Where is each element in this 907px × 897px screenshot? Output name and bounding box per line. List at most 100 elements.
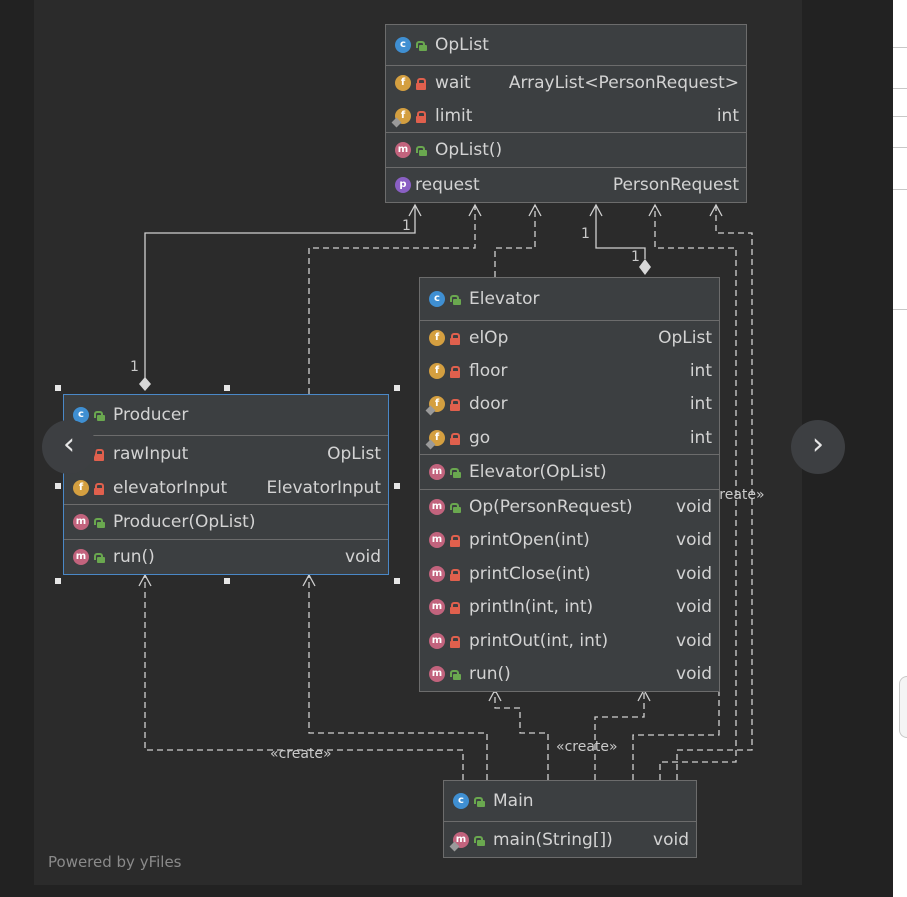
class-name: Elevator [469, 289, 540, 309]
method-icon: m [429, 532, 445, 548]
private-icon [449, 532, 461, 548]
field-row[interactable]: f go int [420, 421, 719, 454]
field-type: int [689, 360, 712, 381]
class-header: c Elevator [420, 278, 719, 321]
method-row[interactable]: m printOpen(int) void [420, 523, 719, 557]
multiplicity-label: 1 [581, 226, 590, 242]
constructor-row[interactable]: m Elevator(OpList) [420, 454, 719, 489]
edge-main-create-oplist [654, 205, 737, 780]
selection-handle[interactable] [55, 483, 61, 489]
field-name: floor [469, 360, 508, 381]
field-row[interactable]: f rawInput OpList [64, 436, 388, 471]
constructor-row[interactable]: m Producer(OpList) [64, 504, 388, 539]
method-return-type: void [676, 664, 712, 684]
field-icon: f [429, 362, 445, 379]
field-row[interactable]: f elevatorInput ElevatorInput [64, 471, 388, 504]
private-icon [449, 396, 461, 412]
selection-handle[interactable] [394, 385, 400, 391]
constructor-name: Elevator(OpList) [469, 462, 607, 482]
private-icon [449, 430, 461, 446]
field-type: ElevatorInput [266, 477, 381, 498]
private-icon [415, 108, 427, 124]
field-row[interactable]: f wait ArrayList<PersonRequest> [386, 66, 746, 99]
method-row[interactable]: m printOut(int, int) void [420, 624, 719, 657]
field-row[interactable]: f floor int [420, 354, 719, 387]
private-icon [449, 330, 461, 346]
side-panel-divider [893, 189, 907, 190]
method-row[interactable]: m Op(PersonRequest) void [420, 489, 719, 523]
field-icon: f [425, 429, 445, 449]
edge-main-create-elevator [494, 690, 549, 780]
selection-handle[interactable] [55, 578, 61, 584]
field-icon: f [395, 74, 411, 91]
property-type: PersonRequest [612, 175, 739, 195]
method-icon: m [429, 498, 445, 515]
method-name: printOut(int, int) [469, 630, 609, 651]
field-row[interactable]: f elOp OpList [420, 321, 719, 354]
class-oplist[interactable]: c OpList f wait ArrayList<PersonRequest>… [385, 24, 747, 203]
class-header: c Producer [64, 395, 388, 436]
selection-handle[interactable] [224, 385, 230, 391]
method-row[interactable]: m main(String[]) void [444, 822, 696, 857]
selection-handle[interactable] [55, 385, 61, 391]
class-name: Main [493, 791, 534, 811]
side-panel-divider [893, 47, 907, 48]
method-row[interactable]: m printClose(int) void [420, 557, 719, 590]
selection-handle[interactable] [394, 578, 400, 584]
class-icon: c [395, 37, 411, 53]
method-name: Op(PersonRequest) [469, 496, 633, 517]
method-row[interactable]: m printIn(int, int) void [420, 590, 719, 624]
method-icon: m [429, 599, 445, 615]
field-name: door [469, 394, 508, 414]
method-return-type: void [676, 530, 712, 550]
arrowhead [648, 203, 662, 217]
edge-main-create-producer [144, 575, 464, 780]
diamond [639, 259, 651, 275]
field-row[interactable]: f limit int [386, 99, 746, 132]
public-icon [473, 832, 485, 848]
method-icon: m [395, 142, 411, 158]
edge-producer-oplist [144, 205, 416, 378]
prev-button[interactable]: ‹ [42, 420, 96, 474]
method-icon: m [429, 666, 445, 682]
field-name: limit [435, 105, 473, 126]
multiplicity-label: 1 [631, 249, 640, 265]
selection-handle[interactable] [394, 483, 400, 489]
method-name: run() [113, 547, 155, 567]
field-icon: f [73, 479, 89, 496]
edge-main-uses-oplist [676, 205, 753, 780]
class-name: Producer [113, 405, 189, 425]
class-main[interactable]: c Main m main(String[]) void [443, 780, 697, 858]
field-name: elevatorInput [113, 477, 228, 498]
class-producer[interactable]: c Producer f rawInput OpList f elevatorI… [63, 394, 389, 575]
private-icon [415, 75, 427, 91]
class-elevator[interactable]: c Elevator f elOp OpList f floor int f d… [419, 277, 720, 692]
field-row[interactable]: f door int [420, 387, 719, 421]
property-row[interactable]: p request PersonRequest [386, 167, 746, 202]
method-row[interactable]: m run() void [420, 657, 719, 691]
field-type: int [716, 105, 739, 126]
chevron-left-icon: ‹ [63, 427, 75, 462]
field-name: rawInput [113, 443, 189, 464]
public-icon [93, 549, 105, 565]
field-type: OpList [327, 443, 381, 464]
create-label: «create» [556, 739, 618, 755]
private-icon [449, 363, 461, 379]
chevron-right-icon: › [812, 427, 824, 462]
field-type: OpList [658, 327, 712, 348]
method-icon: m [429, 565, 445, 582]
private-icon [449, 633, 461, 649]
edge-elevator-uses-oplist [494, 205, 536, 277]
next-button[interactable]: › [791, 420, 845, 474]
method-name: printIn(int, int) [469, 597, 594, 617]
class-header: c Main [444, 781, 696, 822]
public-icon [415, 142, 427, 158]
arrowhead [589, 203, 603, 217]
create-label: «create» [270, 746, 332, 762]
method-row[interactable]: m run() void [64, 539, 388, 574]
constructor-row[interactable]: m OpList() [386, 132, 746, 167]
method-icon: m [429, 464, 445, 480]
private-icon [93, 446, 105, 462]
selection-handle[interactable] [224, 578, 230, 584]
